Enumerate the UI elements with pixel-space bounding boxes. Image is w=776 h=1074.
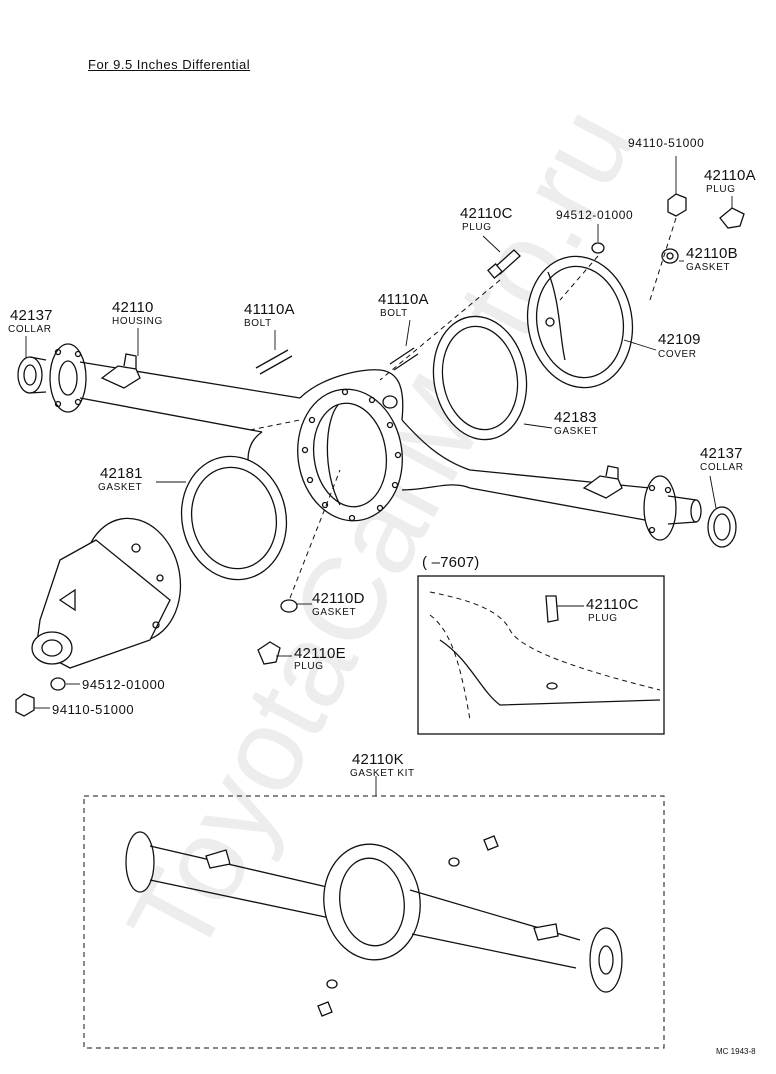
inset-box: [417, 575, 665, 735]
label-42110c-inset-name: PLUG: [588, 613, 618, 624]
bolts-drawing: [255, 347, 419, 375]
label-42110c-inset-number: 42110C: [586, 596, 639, 613]
label-42110d-number: 42110D: [312, 590, 365, 607]
label-42110b-name: GASKET: [686, 262, 731, 273]
hardware-drawing: [15, 193, 745, 717]
label-42181-number: 42181: [100, 465, 143, 482]
label-41110a-right-name: BOLT: [380, 308, 408, 319]
label-42110-number: 42110: [112, 299, 154, 316]
label-94512-top: 94512-01000: [556, 208, 634, 222]
label-42110k-number: 42110K: [352, 751, 404, 768]
gasket-42183-drawing: [432, 315, 528, 441]
leader-lines: [25, 156, 733, 796]
label-42110-name: HOUSING: [112, 316, 163, 327]
label-42109-name: COVER: [658, 349, 697, 360]
label-41110a-left-name: BOLT: [244, 318, 272, 329]
label-42137-left-number: 42137: [10, 307, 53, 324]
differential-carrier-drawing: [31, 517, 182, 669]
label-42183-number: 42183: [554, 409, 597, 426]
label-42110d-name: GASKET: [312, 607, 357, 618]
label-42110c-number: 42110C: [460, 205, 513, 222]
label-42110a-name: PLUG: [706, 184, 736, 195]
label-42109-number: 42109: [658, 331, 701, 348]
axle-housing-drawing: [17, 343, 737, 548]
label-41110a-left-number: 41110A: [244, 301, 295, 318]
label-42181-name: GASKET: [98, 482, 143, 493]
diagram-title: For 9.5 Inches Differential: [88, 57, 251, 72]
label-42110k-name: GASKET KIT: [350, 768, 415, 779]
label-42110e-number: 42110E: [294, 645, 346, 662]
gasket-kit-box: [83, 795, 665, 1049]
label-94110-top: 94110-51000: [628, 136, 705, 150]
label-94512-bottom: 94512-01000: [82, 677, 166, 692]
inset-label: ( –7607): [422, 554, 480, 571]
label-42137-left-name: COLLAR: [8, 324, 52, 335]
label-42110e-name: PLUG: [294, 661, 324, 672]
label-42137-right-name: COLLAR: [700, 462, 744, 473]
label-42110b-number: 42110B: [686, 245, 738, 262]
figure-reference: MC 1943-8: [716, 1047, 756, 1056]
cover-42109-drawing: [526, 255, 634, 389]
label-42183-name: GASKET: [554, 426, 599, 437]
gasket-42181-drawing: [180, 455, 288, 581]
label-42137-right-number: 42137: [700, 445, 743, 462]
label-42110a-number: 42110A: [704, 167, 756, 184]
label-41110a-right-number: 41110A: [378, 291, 429, 308]
label-42110c-name: PLUG: [462, 222, 492, 233]
label-94110-bottom: 94110-51000: [52, 702, 135, 717]
